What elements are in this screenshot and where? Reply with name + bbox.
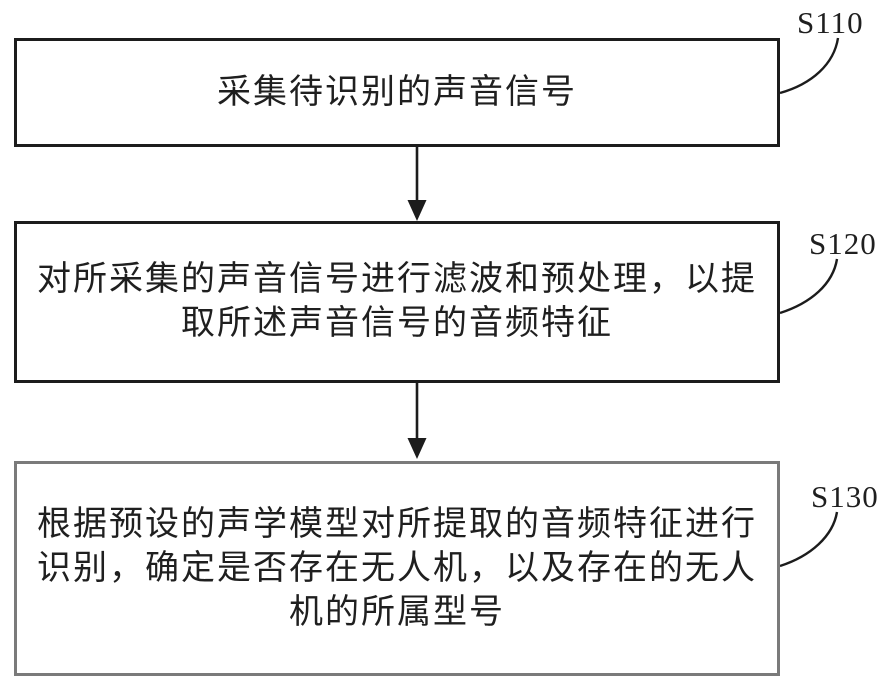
- flow-arrow-2: [407, 380, 427, 459]
- process-box-s110: 采集待识别的声音信号: [14, 38, 780, 147]
- leader-line-s130: [779, 511, 839, 568]
- step-label-s110: S110: [797, 5, 864, 40]
- process-box-s110-text: 采集待识别的声音信号: [217, 73, 577, 111]
- process-box-s120-text-line2: 取所述声音信号的音频特征: [181, 305, 613, 342]
- leader-line-s120: [779, 258, 839, 315]
- process-box-s120-text-line1: 对所采集的声音信号进行滤波和预处理，以提: [37, 261, 757, 298]
- process-box-s130-text-line1: 根据预设的声学模型对所提取的音频特征进行: [37, 505, 757, 543]
- flow-arrow-1: [407, 147, 427, 221]
- step-label-s130: S130: [811, 479, 879, 514]
- step-label-s120: S120: [809, 226, 877, 261]
- process-box-s130-text-line3: 机的所属型号: [289, 593, 505, 631]
- process-box-s130: 根据预设的声学模型对所提取的音频特征进行 识别，确定是否存在无人机，以及存在的无…: [14, 461, 780, 676]
- process-box-s130-text-line2: 识别，确定是否存在无人机，以及存在的无人: [37, 549, 757, 587]
- process-box-s120: 对所采集的声音信号进行滤波和预处理，以提 取所述声音信号的音频特征: [14, 221, 780, 383]
- leader-line-s110: [779, 37, 840, 95]
